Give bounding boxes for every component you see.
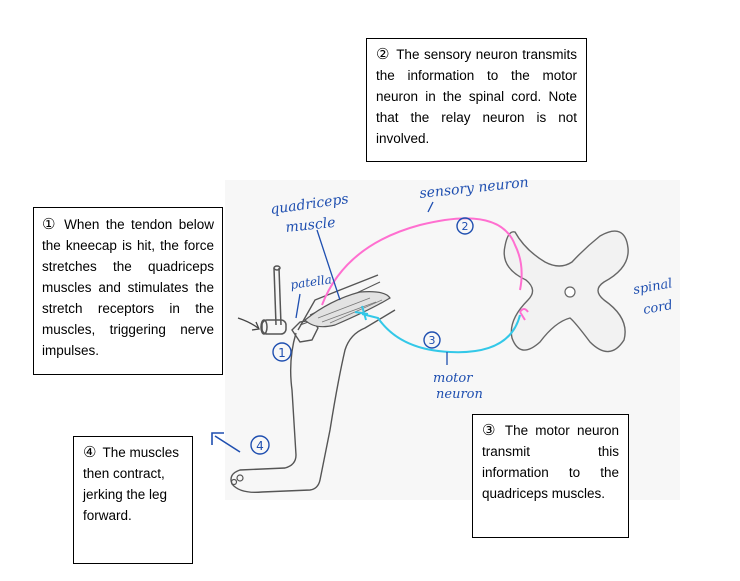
marker-2: 2 [456,217,474,235]
label-muscle: muscle [285,215,336,236]
hammer-arrow [237,317,259,329]
step-2-marker: ② [376,45,391,63]
step-3-text: The motor neuron transmit this informati… [482,423,619,501]
leg-outline [230,274,396,494]
quadriceps-pointer [316,229,341,301]
step-3-marker: ③ [482,421,499,439]
step-1-marker: ① [42,215,59,233]
hammer-arrow-head [251,321,260,331]
svg-text:4: 4 [256,439,264,453]
label-cord: cord [642,298,674,318]
patella-pointer [295,293,301,319]
label-spinal: spinal [632,276,673,298]
svg-text:3: 3 [429,334,436,347]
step-2-text: The sensory neuron transmits the informa… [376,47,577,146]
jerk-arrow-head [211,432,224,445]
marker-4: 4 [250,435,270,455]
label-motor: motor [433,371,473,386]
sensory-pointer [427,201,434,213]
label-patella: patella [289,272,332,292]
motor-neuron-end [354,305,369,321]
marker-1: 1 [272,342,292,362]
quadriceps-muscle-shape [304,291,391,328]
step-4-marker: ④ [83,443,97,461]
svg-text:2: 2 [462,220,469,233]
sensory-neuron-terminal [519,308,529,321]
svg-text:1: 1 [278,346,286,360]
reflex-hammer [260,265,287,335]
marker-3: 3 [423,331,441,349]
step-4-text: The muscles then contract, jerking the l… [83,445,179,523]
motor-neuron-path [361,313,521,354]
toes [230,474,244,486]
label-neuron: neuron [436,387,483,402]
step-1-text: When the tendon below the kneecap is hit… [42,217,214,358]
jerk-arrow [214,435,241,453]
central-canal [564,286,576,298]
